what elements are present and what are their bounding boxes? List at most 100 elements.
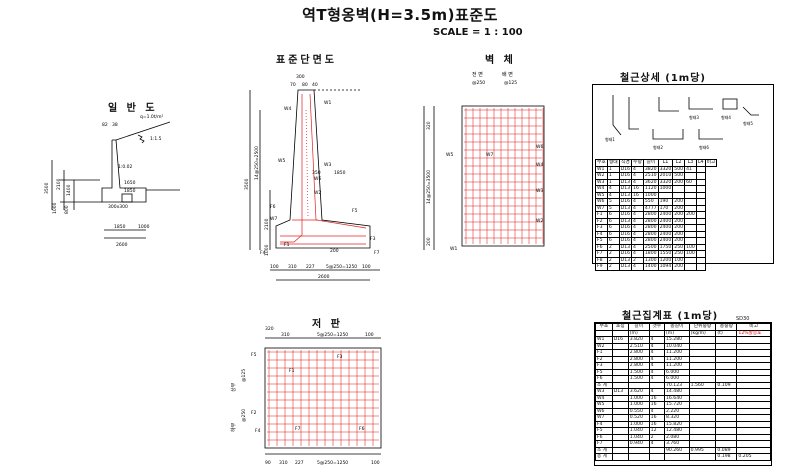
detail-cell-6: 200: [672, 178, 686, 186]
ss-bar-w3: W3: [324, 162, 331, 168]
wall-bar-w5: W5: [446, 152, 453, 158]
slab-bar-f7: F7: [295, 426, 301, 432]
gv-dim-10: 1850: [124, 188, 136, 194]
detail-cell-2: D16: [618, 237, 633, 245]
detail-cell-6: 200: [672, 230, 686, 238]
slab-side-top: 상부: [230, 382, 237, 392]
slab-bottom-4: 5@250=1250: [317, 460, 348, 466]
ss-top-dim-2: 70: [290, 82, 296, 88]
summary-cell-4: [663, 453, 690, 461]
shape-label-1: 형태1: [605, 136, 615, 142]
detail-cell-4: 1120: [642, 185, 659, 193]
wall-front-spacing: @250: [472, 80, 485, 86]
detail-header-3: 수량: [631, 159, 644, 167]
detail-cell-4: 1800: [642, 250, 659, 258]
detail-cell-7: [684, 263, 697, 271]
wall-dim-5: 200: [426, 237, 432, 246]
gv-dim-9: 1650: [124, 180, 136, 186]
detail-cell-2: D13: [618, 191, 633, 199]
gv-dim-8: 800: [64, 205, 70, 214]
page-title: 역T형옹벽(H=3.5m)표준도: [302, 6, 498, 24]
slab-bottom-5: 100: [371, 460, 380, 466]
general-view-drawing: q=1.0t/m² 82 38 1:1.5 1:0.02 3500 2100 1…: [44, 114, 180, 248]
slab-bottom-3: 227: [295, 460, 304, 466]
detail-cell-5: 3320: [657, 165, 674, 173]
general-view-heading: 일 반 도: [108, 103, 158, 114]
detail-cell-6: 200: [672, 211, 686, 219]
ss-dim-1850: 1850: [334, 170, 346, 176]
slab-bottom-2: 310: [279, 460, 288, 466]
detail-cell-4: 1400: [642, 263, 659, 271]
gv-dim-6: 1400: [66, 184, 72, 196]
rebar-shapes: 형태1 형태2 형태3 형태4 형태5 형태6: [605, 95, 759, 150]
wall-view-drawing: 전 면 배 면 @250 @125 320 14@250=3500 200 W5…: [423, 71, 545, 252]
standard-section-drawing: 300 70 80 40 3500 14@250=2500 2100 1000 …: [244, 74, 380, 281]
wall-bar-w1: W1: [450, 246, 457, 252]
shape-label-3: 형태3: [689, 114, 699, 120]
wall-back-spacing: @125: [504, 80, 517, 86]
detail-cell-7: 100: [684, 243, 697, 251]
ss-bar-f6: F6: [270, 204, 276, 210]
detail-cell-0: F9: [595, 263, 608, 271]
ss-left-dim-1: 3500: [244, 178, 250, 190]
detail-cell-5: 1094: [657, 263, 674, 271]
summary-unit: SD30: [736, 316, 750, 322]
detail-header-0: 부호: [595, 159, 608, 167]
slab-bar-f5: F5: [251, 352, 257, 358]
gv-dim-5: 2100: [56, 178, 62, 190]
wall-bar-w7: W7: [486, 152, 493, 158]
gv-dim-2: 38: [112, 122, 118, 128]
detail-cell-2: D13: [618, 243, 633, 251]
slab-view-drawing: 320 310 5@250=1250 100 상부 하부 @125 @250 F…: [230, 326, 382, 466]
slab-bar-f3: F3: [337, 354, 343, 360]
detail-cell-2: D16: [618, 165, 633, 173]
detail-cell-2: D13: [618, 256, 633, 264]
slab-bar-f2: F2: [251, 410, 257, 416]
detail-cell-4: 2800: [642, 237, 659, 245]
detail-cell-5: 2010: [657, 172, 674, 180]
shape-label-6: 형태6: [699, 144, 709, 150]
ss-dim-350: 350: [312, 170, 321, 176]
detail-cell-4: 3620: [642, 178, 659, 186]
detail-cell-2: D13: [618, 178, 633, 186]
wall-dim-1: 320: [426, 121, 432, 130]
ss-bar-w1: W1: [324, 100, 331, 106]
wall-dim-3: 14@250=3500: [426, 170, 432, 204]
detail-cell-2: D16: [618, 224, 633, 232]
ss-bottom-2: 310: [288, 264, 297, 270]
detail-cell-5: 1550: [657, 250, 674, 258]
wall-bar-w6: W6: [536, 144, 543, 150]
detail-cell-2: D13: [618, 204, 633, 212]
detail-cell-4: 1000: [642, 191, 659, 199]
wall-bar-w3: W3: [536, 188, 543, 194]
ss-top-dim-1: 300: [296, 74, 305, 80]
wall-front-label: 전 면: [472, 71, 483, 78]
slab-bottom-1: 90: [265, 460, 271, 466]
detail-cell-5: 2400: [657, 237, 674, 245]
ss-bar-w6: W6: [314, 176, 321, 182]
ss-top-dim-4: 40: [312, 82, 318, 88]
gv-dim-4: 3500: [44, 182, 50, 194]
ss-bar-f1: F1: [284, 242, 290, 248]
detail-cell-4: 1300: [642, 256, 659, 264]
shape-label-2: 형태2: [653, 144, 663, 150]
load-label: q=1.0t/m²: [140, 114, 163, 120]
gv-dim-14: 1000: [138, 224, 150, 230]
ss-dim-200: 200: [330, 248, 339, 254]
detail-cell-5: 3320: [657, 178, 674, 186]
summary-cell-5: [688, 453, 717, 461]
detail-cell-8: [695, 263, 706, 271]
detail-cell-5: 1750: [657, 243, 674, 251]
detail-cell-2: D16: [618, 211, 633, 219]
detail-cell-6: 200: [672, 224, 686, 232]
ss-bar-w7: W7: [270, 216, 277, 222]
gv-dim-1: 82: [102, 122, 108, 128]
ss-bottom-3: 227: [306, 264, 315, 270]
gv-dim-7: 1000: [52, 202, 58, 214]
